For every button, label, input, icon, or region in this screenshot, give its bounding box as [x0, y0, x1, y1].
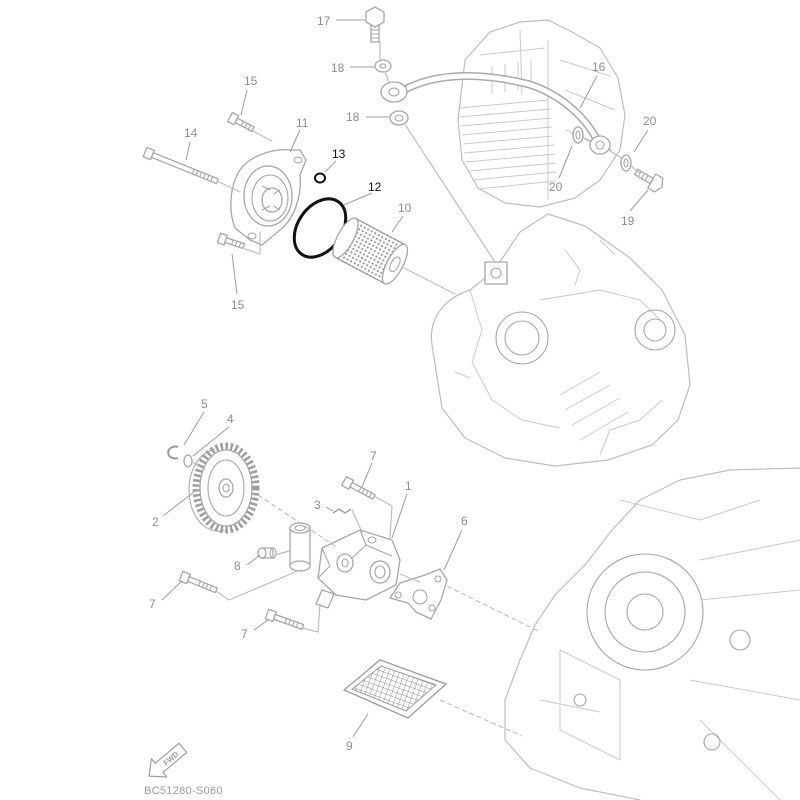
crankcase-lower-outline [504, 467, 800, 800]
callout-labels: 17 18 16 15 11 14 18 13 20 12 10 20 19 1… [149, 14, 657, 753]
callout-2: 2 [152, 515, 159, 529]
callout-11: 11 [296, 116, 309, 130]
cover-bolt-hole [293, 156, 303, 164]
pump-sleeve [289, 522, 311, 572]
gasket-washer-18-upper [374, 59, 392, 73]
callout-8: 8 [234, 559, 241, 573]
bolt-15-lower [216, 232, 246, 250]
callout-20-right: 20 [643, 114, 657, 128]
callout-7-middle: 7 [149, 597, 156, 611]
crankcase-boss [634, 309, 676, 351]
bolt-15-upper [227, 111, 255, 133]
forward-arrow-icon: FWD [148, 742, 188, 778]
dowel-pin-8 [257, 547, 277, 559]
gasket-washer-18-upper-hole [379, 63, 387, 69]
callout-7-lower: 7 [241, 627, 248, 641]
callout-14: 14 [184, 126, 198, 140]
gasket-washer-20-left [572, 126, 584, 144]
union-bolt-17 [365, 6, 385, 43]
circlip-5 [167, 445, 179, 460]
gasket-washer-20-right [620, 154, 632, 172]
washer-4 [183, 454, 193, 468]
callout-3: 3 [314, 498, 321, 512]
callout-leaders [161, 19, 649, 738]
assembly-lines [191, 41, 641, 737]
pipe-banjo-upper [380, 81, 408, 103]
drawing-code: BC51280-S060 [144, 785, 223, 797]
pump-gasket-6 [389, 568, 448, 620]
oil-strainer-9 [342, 659, 448, 719]
callout-5: 5 [201, 397, 208, 411]
oil-filter-boss [484, 261, 508, 285]
callout-20-left: 20 [549, 180, 563, 194]
cylinder-fins [459, 99, 557, 190]
union-bolt-19 [633, 168, 664, 193]
bolt-7-middle [178, 570, 218, 594]
callout-10: 10 [398, 201, 412, 215]
callout-1: 1 [405, 479, 412, 493]
spring-pin-3 [332, 508, 352, 514]
callout-18-upper: 18 [331, 61, 345, 75]
callout-18-lower: 18 [346, 110, 360, 124]
cylinder-block-outline [457, 19, 626, 208]
oil-pump-assembly-1 [315, 529, 401, 609]
callout-7-upper: 7 [370, 449, 377, 463]
callout-12: 12 [368, 180, 382, 194]
gasket-washer-18-lower [389, 110, 409, 126]
crankcase-ribs [559, 371, 629, 441]
callout-19: 19 [621, 214, 635, 228]
gasket-washer-18-lower-hole [394, 114, 404, 122]
callout-13: 13 [332, 147, 346, 161]
bolt-7-upper [341, 475, 376, 500]
callout-17: 17 [317, 14, 331, 28]
pump-drive-gear-2 [188, 442, 260, 534]
callout-4: 4 [227, 412, 234, 426]
o-ring-13 [314, 172, 326, 184]
callout-9: 9 [346, 739, 353, 753]
pipe-banjo-lower [589, 135, 611, 155]
bolt-14 [142, 146, 219, 185]
callout-15-lower: 15 [231, 298, 245, 312]
oil-filter-cover-11 [230, 149, 307, 246]
crankshaft-bore [586, 553, 704, 671]
callout-15-upper: 15 [244, 74, 258, 88]
oil-pipe [380, 72, 611, 155]
callout-6: 6 [461, 514, 468, 528]
crankcase-bore [495, 311, 549, 365]
callout-16: 16 [592, 60, 606, 74]
bolt-7-lower [264, 608, 305, 630]
oil-filter-element-10 [332, 217, 409, 285]
crankcase-upper-outline [430, 213, 691, 467]
